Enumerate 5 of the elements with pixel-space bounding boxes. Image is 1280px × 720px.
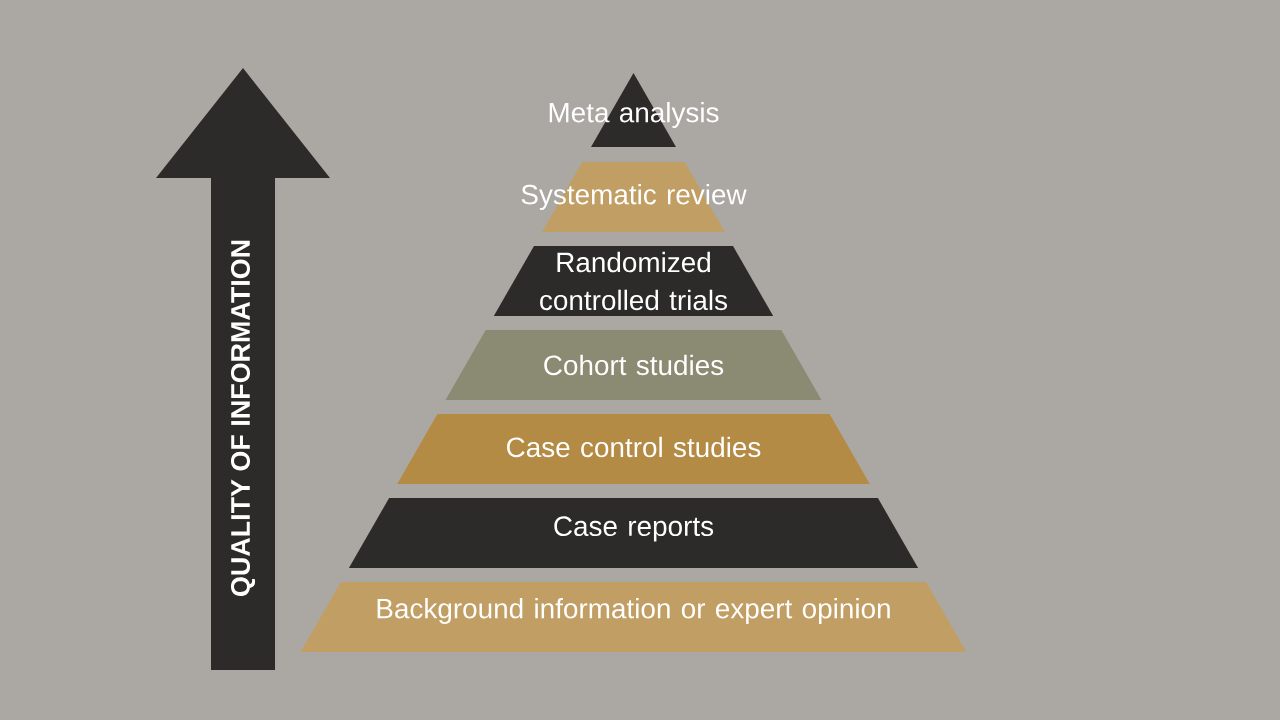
pyramid-band: Cohort studies	[445, 330, 822, 400]
pyramid-band: Case reports	[348, 498, 919, 568]
pyramid-band: Randomized controlled trials	[493, 246, 774, 316]
pyramid-band: Case control studies	[397, 414, 870, 484]
pyramid-band: Background information or expert opinion	[300, 582, 967, 652]
